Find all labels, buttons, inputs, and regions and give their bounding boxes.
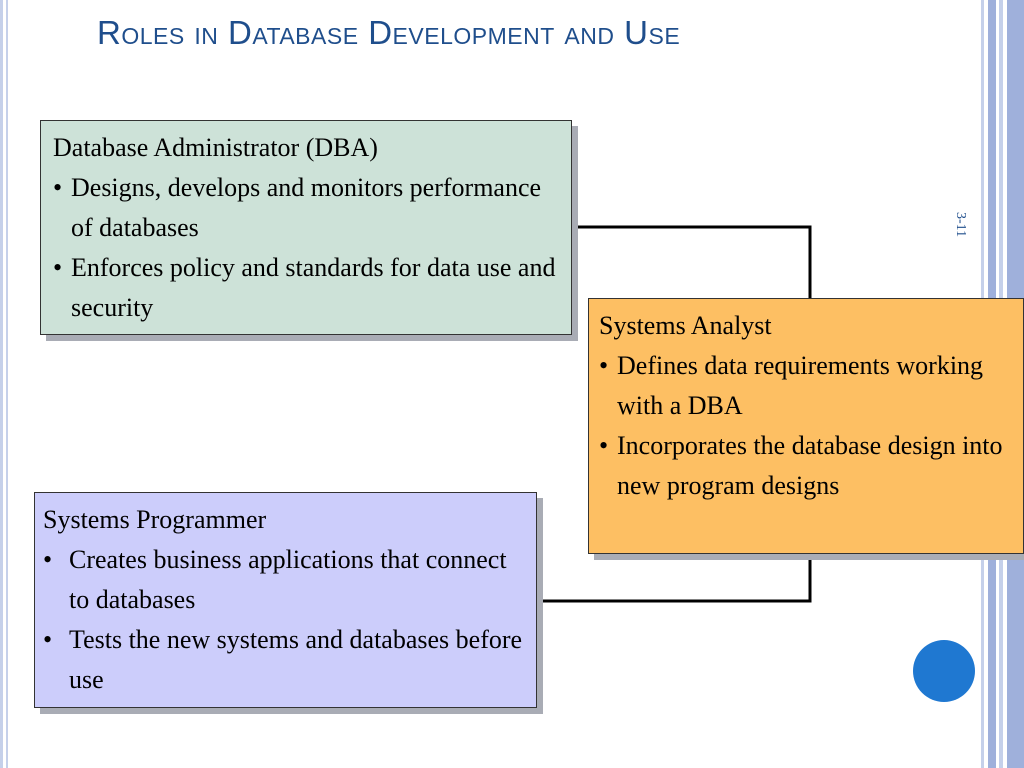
- dba-analyst-connector: [572, 225, 812, 298]
- accent-circle: [913, 640, 975, 702]
- programmer-heading: Systems Programmer: [43, 505, 267, 534]
- left-stripe: [6, 0, 8, 768]
- slide-title: Roles in Database Development and Use: [97, 14, 681, 51]
- programmer-bullet: Tests the new systems and databases befo…: [43, 620, 528, 700]
- analyst-bullet-list: Defines data requirements working with a…: [599, 346, 1013, 506]
- dba-box: Database Administrator (DBA) Designs, de…: [40, 120, 572, 335]
- dba-bullet: Enforces policy and standards for data u…: [53, 248, 559, 328]
- page-number: 3-11: [953, 212, 968, 238]
- programmer-bullet: Creates business applications that conne…: [43, 540, 528, 620]
- systems-analyst-box: Systems Analyst Defines data requirement…: [588, 298, 1024, 554]
- left-stripe: [0, 0, 3, 768]
- programmer-bullet-list: Creates business applications that conne…: [43, 540, 528, 700]
- analyst-heading: Systems Analyst: [599, 311, 772, 340]
- systems-programmer-box: Systems Programmer Creates business appl…: [34, 492, 537, 708]
- dba-bullet: Designs, develops and monitors performan…: [53, 168, 559, 248]
- analyst-bullet: Defines data requirements working with a…: [599, 346, 1013, 426]
- dba-heading: Database Administrator (DBA): [53, 133, 378, 162]
- analyst-bullet: Incorporates the database design into ne…: [599, 426, 1013, 506]
- programmer-analyst-connector: [537, 554, 812, 603]
- dba-bullet-list: Designs, develops and monitors performan…: [53, 168, 559, 328]
